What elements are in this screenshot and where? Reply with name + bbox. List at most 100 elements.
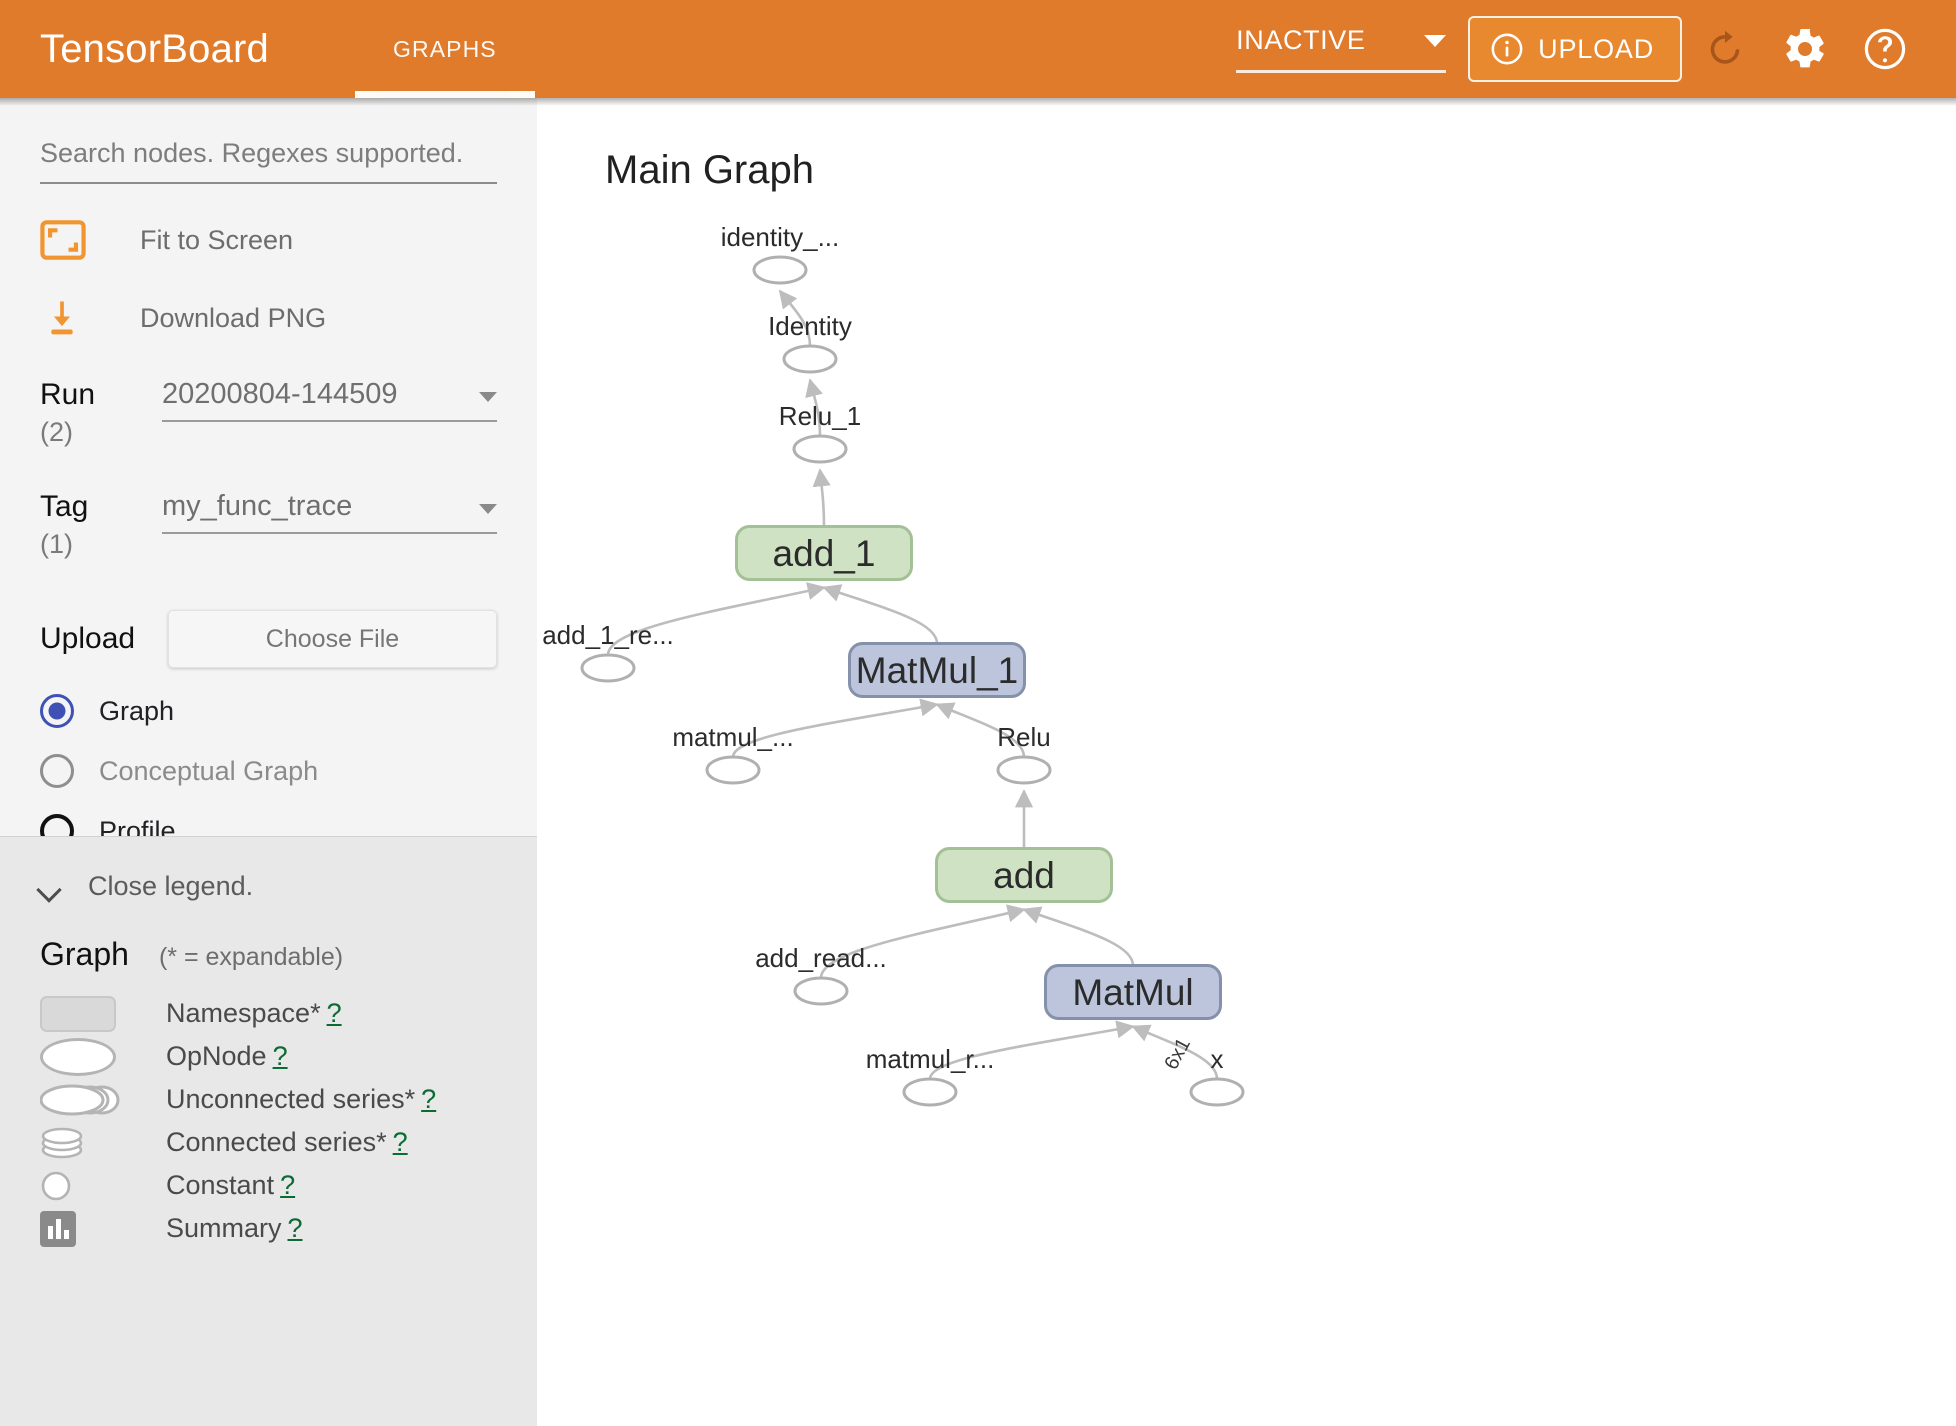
run-state-select[interactable]: INACTIVE — [1236, 25, 1447, 73]
graph-edge — [731, 698, 939, 758]
search-input[interactable] — [40, 138, 497, 184]
chevron-down-icon — [479, 504, 497, 514]
graph-node-add_read[interactable]: add_read... — [755, 943, 887, 1006]
radio-graph-label: Graph — [99, 695, 175, 726]
tag-field: Tag (1) my_func_trace — [40, 490, 497, 564]
sidebar: Fit to Screen Download PNG Run (2) — [0, 98, 537, 1426]
topbar-actions: INACTIVE UPLOAD — [1236, 12, 1956, 86]
graph-node-add_1_read[interactable]: add_1_re... — [542, 620, 674, 683]
graph-edge — [805, 378, 823, 437]
legend-title: Graph — [40, 936, 129, 972]
close-legend-label: Close legend. — [88, 871, 254, 901]
help-link-opnode[interactable]: ? — [272, 1041, 288, 1071]
graph-edge — [812, 468, 831, 527]
tab-graphs[interactable]: GRAPHS — [355, 0, 535, 98]
graph-node-label: MatMul — [1072, 972, 1193, 1013]
chevron-down-icon — [479, 392, 497, 402]
refresh-button[interactable] — [1688, 12, 1762, 86]
download-icon — [40, 296, 102, 340]
settings-button[interactable] — [1768, 12, 1842, 86]
graph-svg[interactable]: 6x1 identity_...IdentityRelu_1add_1add_1… — [537, 98, 1956, 1426]
search-field — [40, 138, 497, 184]
run-selected-value: 20200804-144509 — [162, 378, 398, 410]
upload-button-label: UPLOAD — [1538, 33, 1654, 64]
gear-icon — [1786, 28, 1824, 68]
graph-edge — [778, 289, 812, 347]
graph-edge — [822, 584, 939, 644]
graph-node-identity_out[interactable]: identity_... — [721, 222, 840, 285]
graph-node-Relu[interactable]: Relu — [996, 722, 1052, 785]
legend-label-connected-series: Connected series*? — [166, 1127, 408, 1157]
upload-button[interactable]: UPLOAD — [1468, 16, 1682, 82]
fit-to-screen-action[interactable]: Fit to Screen — [40, 220, 497, 260]
info-icon — [1491, 33, 1523, 65]
refresh-icon — [1710, 30, 1740, 64]
legend-label-unconnected-series: Unconnected series*? — [166, 1084, 437, 1114]
run-field: Run (2) 20200804-144509 — [40, 378, 497, 452]
legend-label-namespace: Namespace*? — [166, 998, 342, 1028]
legend-panel: Close legend. Graph (* = expandable) N — [0, 836, 537, 1426]
connected-series-swatch-icon — [40, 1125, 138, 1161]
help-link-summary[interactable]: ? — [287, 1213, 303, 1243]
legend-item-connected-series: Connected series*? — [40, 1124, 497, 1161]
graph-node-add[interactable]: add — [935, 847, 1113, 903]
graph-node-MatMul[interactable]: MatMul — [1044, 964, 1222, 1020]
graph-node-label: matmul_... — [672, 722, 793, 752]
run-count: (2) — [40, 417, 73, 447]
choose-file-button[interactable]: Choose File — [168, 610, 497, 668]
help-circle-icon — [1864, 28, 1906, 70]
help-link-namespace[interactable]: ? — [326, 998, 342, 1028]
legend-note: (* = expandable) — [158, 943, 344, 971]
legend-item-opnode: OpNode? — [40, 1037, 497, 1076]
graph-node-matmul_read[interactable]: matmul_r... — [866, 1044, 995, 1107]
upload-field: Upload Choose File — [40, 610, 497, 668]
tag-select[interactable]: my_func_trace — [162, 490, 497, 534]
legend-label-summary: Summary? — [166, 1213, 303, 1243]
unconnected-series-swatch-icon — [40, 1083, 138, 1117]
radio-conceptual-graph[interactable]: Conceptual Graph — [40, 754, 497, 788]
graph-node-Identity[interactable]: Identity — [768, 311, 852, 374]
download-png-action[interactable]: Download PNG — [40, 296, 497, 340]
main-tabs: GRAPHS — [355, 0, 535, 98]
tag-count: (1) — [40, 529, 73, 559]
help-link-constant[interactable]: ? — [280, 1170, 296, 1200]
tag-label: Tag — [40, 490, 89, 523]
graph-node-Relu_1[interactable]: Relu_1 — [779, 401, 861, 464]
graph-node-MatMul_1[interactable]: MatMul_1 — [848, 642, 1026, 698]
radio-conceptual-graph-label: Conceptual Graph — [99, 755, 319, 786]
graph-node-matmul_read1[interactable]: matmul_... — [672, 722, 794, 785]
graph-node-add_1[interactable]: add_1 — [735, 525, 913, 581]
help-link-unconnected-series[interactable]: ? — [421, 1084, 437, 1114]
graph-node-label: MatMul_1 — [856, 650, 1018, 691]
graph-node-label: x — [1211, 1044, 1224, 1074]
help-button[interactable] — [1848, 12, 1922, 86]
chevron-down-icon — [40, 881, 62, 893]
radio-graph[interactable]: Graph — [40, 694, 497, 728]
graph-edge — [606, 582, 826, 656]
top-app-bar: TensorBoard GRAPHS INACTIVE UPLOAD — [0, 0, 1956, 98]
fit-to-screen-icon — [40, 220, 102, 260]
run-label: Run — [40, 378, 96, 411]
radio-graph-indicator — [40, 694, 74, 728]
opnode-swatch-icon — [40, 1037, 138, 1076]
graph-node-label: matmul_r... — [866, 1044, 995, 1074]
graph-node-label: add_1_re... — [542, 620, 674, 650]
graph-node-label: Identity — [768, 311, 852, 341]
legend-item-constant: Constant? — [40, 1167, 497, 1204]
legend-item-unconnected-series: Unconnected series*? — [40, 1081, 497, 1118]
radio-conceptual-graph-indicator — [40, 754, 74, 788]
fit-to-screen-label: Fit to Screen — [140, 224, 294, 255]
legend-label-constant: Constant? — [166, 1170, 296, 1200]
close-legend-button[interactable]: Close legend. — [40, 871, 497, 902]
help-link-connected-series[interactable]: ? — [392, 1127, 408, 1157]
run-select[interactable]: 20200804-144509 — [162, 378, 497, 422]
tag-selected-value: my_func_trace — [162, 490, 353, 522]
graph-edge — [1022, 906, 1135, 966]
graph-node-label: add — [993, 855, 1055, 896]
graph-edge — [819, 904, 1026, 979]
legend-item-namespace: Namespace*? — [40, 995, 497, 1032]
legend-items: Namespace*? OpNode? — [40, 995, 497, 1247]
graph-node-x[interactable]: x — [1189, 1044, 1245, 1107]
